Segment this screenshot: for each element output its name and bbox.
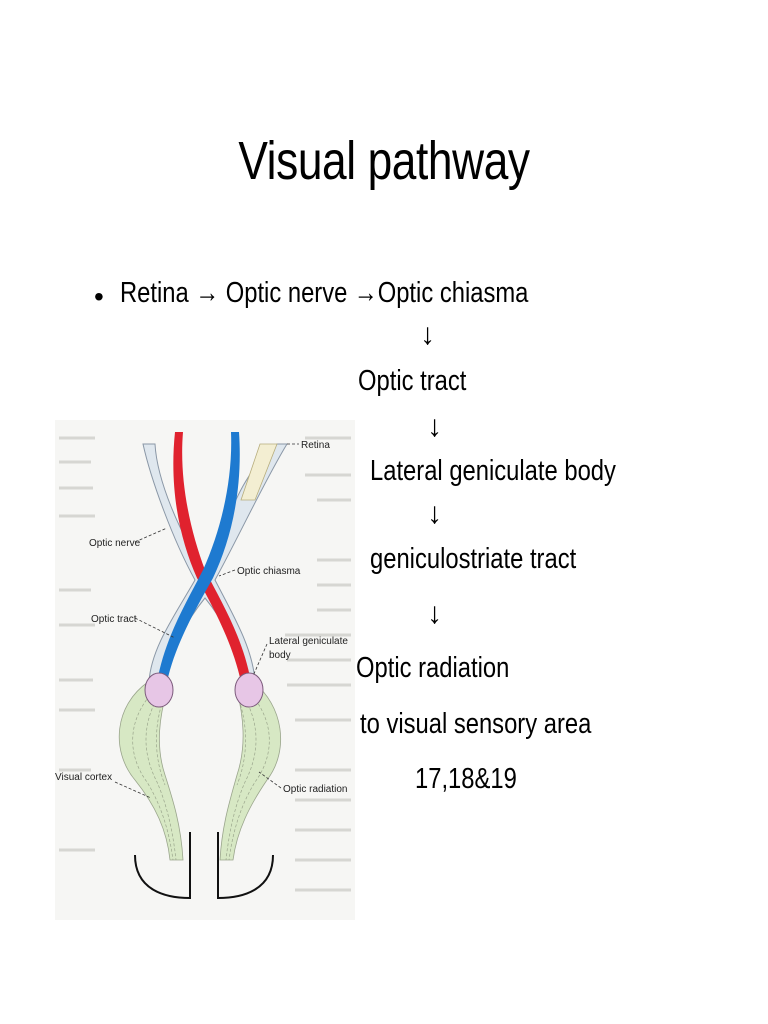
pathway-step-optic-radiation: Optic radiation [356, 652, 510, 684]
down-arrow-icon: ↓ [427, 410, 442, 443]
bullet-marker: • [94, 281, 104, 312]
radiation-fibers [132, 691, 270, 861]
label-retina: Retina [301, 440, 330, 451]
pathway-line-retina-to-chiasma: Retina → Optic nerve →Optic chiasma [120, 277, 529, 309]
slide-title: Visual pathway [238, 131, 530, 191]
visual-pathway-diagram: Retina Optic nerve Optic chiasma Optic t… [55, 420, 355, 920]
down-arrow-icon: ↓ [427, 597, 442, 630]
faded-background-text [59, 436, 351, 892]
label-optic-radiation: Optic radiation [283, 784, 347, 795]
right-lateral-geniculate-body [234, 672, 264, 708]
down-arrow-icon: ↓ [427, 497, 442, 530]
label-optic-nerve: Optic nerve [89, 538, 141, 549]
label-visual-cortex: Visual cortex [55, 772, 112, 783]
pathway-step-lateral-geniculate-body: Lateral geniculate body [370, 455, 616, 487]
red-visual-pathway [173, 432, 251, 682]
pathway-step-visual-sensory-area: to visual sensory area [360, 708, 592, 740]
pathway-step-optic-tract: Optic tract [358, 365, 467, 397]
left-lateral-geniculate-body [144, 672, 174, 708]
left-optic-radiation [118, 681, 184, 861]
label-leader-lines [114, 443, 299, 799]
right-occipital-lobe [217, 832, 274, 900]
down-arrow-icon: ↓ [420, 318, 435, 351]
label-lateral-geniculate: Lateral geniculate [269, 636, 348, 647]
figure-background [55, 420, 355, 920]
pathway-step-geniculostriate-tract: geniculostriate tract [370, 543, 577, 575]
left-occipital-lobe [134, 832, 191, 900]
label-optic-chiasma: Optic chiasma [237, 566, 301, 577]
right-optic-radiation [219, 681, 282, 861]
visual-pathway-figure: Retina Optic nerve Optic chiasma Optic t… [55, 420, 355, 920]
pathway-step-areas: 17,18&19 [415, 763, 517, 795]
label-optic-tract: Optic tract [91, 614, 137, 625]
retina-segment [240, 443, 278, 501]
blue-visual-pathway [157, 432, 240, 682]
label-lateral-geniculate-body: body [269, 650, 291, 661]
